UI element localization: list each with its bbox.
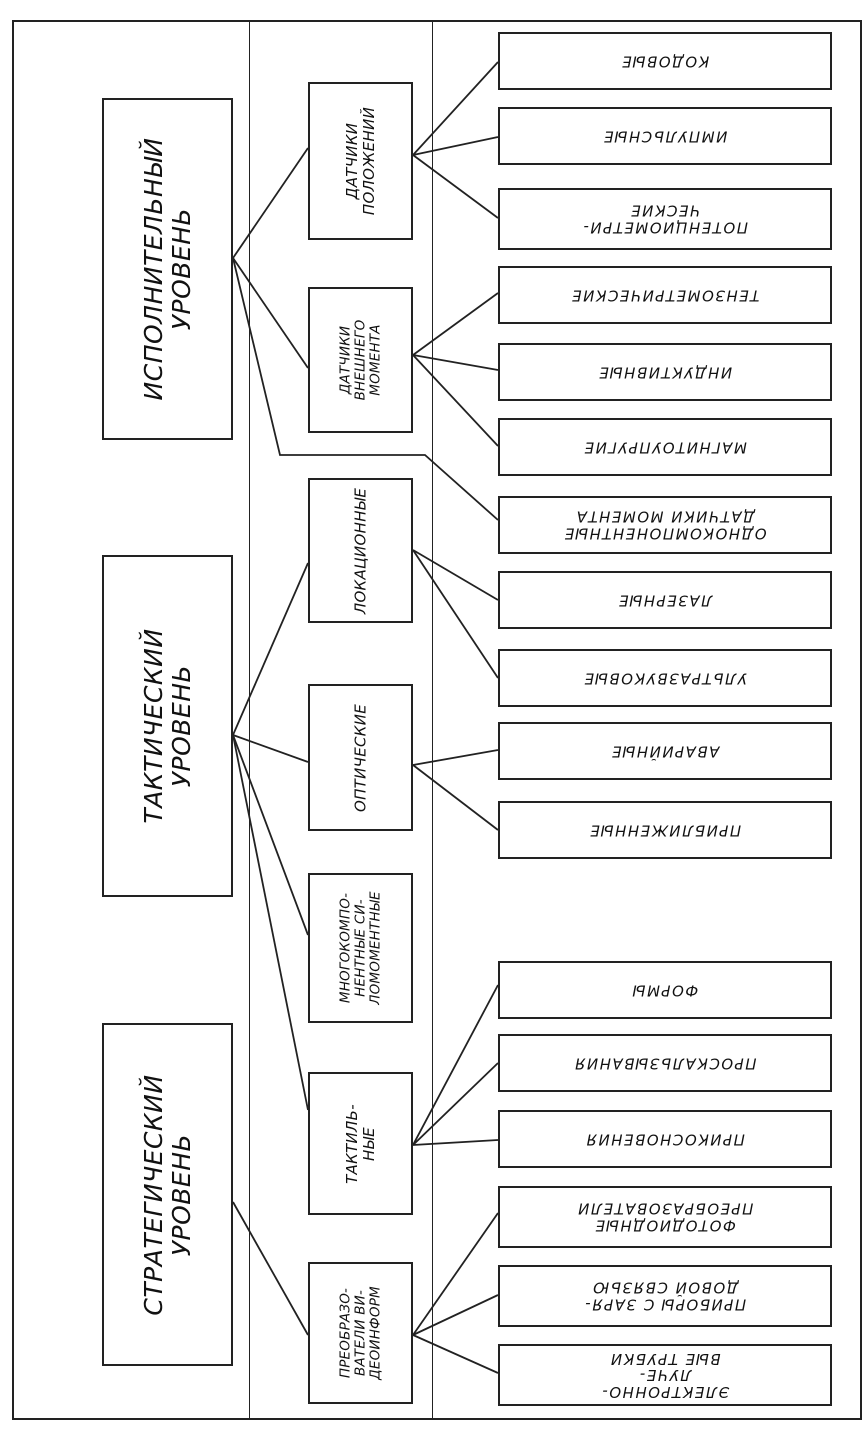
leaf-box: ТЕНЗОМЕТРИЧЕСКИЕ xyxy=(498,266,832,324)
level-box-executive: ИСПОЛНИТЕЛЬНЫЙ УРОВЕНЬ xyxy=(102,98,233,440)
leaf-box: УЛЬТРАЗВУКОВЫЕ xyxy=(498,649,832,707)
leaf-box: ИНДУКТИВНЫЕ xyxy=(498,343,832,401)
leaf-label: ПОТЕНЦИОМЕТРИ- ЧЕСКИЕ xyxy=(582,202,748,237)
leaf-box: МАГНИТОУПРУГИЕ xyxy=(498,418,832,476)
leaf-label: ФОРМЫ xyxy=(631,981,699,1000)
level-label: ТАКТИЧЕСКИЙ УРОВЕНЬ xyxy=(138,628,196,824)
category-box-video-converters: ПРЕОБРАЗО- ВАТЕЛИ ВИ- ДЕОИНФОРМ xyxy=(308,1262,413,1404)
leaf-label: АВАРИЙНЫЕ xyxy=(610,742,720,761)
category-box-position-sensors: ДАТЧИКИ ПОЛОЖЕНИЙ xyxy=(308,82,413,240)
leaf-box: ПРОСКАЛЬЗЫВАНИЯ xyxy=(498,1034,832,1092)
leaf-label: КОДОВЫЕ xyxy=(620,52,710,71)
category-box-external-moment: ДАТЧИКИ ВНЕШНЕГО МОМЕНТА xyxy=(308,287,413,433)
category-label: ДАТЧИКИ ВНЕШНЕГО МОМЕНТА xyxy=(336,319,384,401)
category-box-location: ЛОКАЦИОННЫЕ xyxy=(308,478,413,623)
column-divider-1 xyxy=(249,20,250,1420)
level-box-strategic: СТРАТЕГИЧЕСКИЙ УРОВЕНЬ xyxy=(102,1023,233,1366)
leaf-box: ФОТОДИОДНЫЕ ПРЕОБРАЗОВАТЕЛИ xyxy=(498,1186,832,1248)
leaf-box: ЛАЗЕРНЫЕ xyxy=(498,571,832,629)
category-box-optical: ОПТИЧЕСКИЕ xyxy=(308,684,413,831)
level-label: СТРАТЕГИЧЕСКИЙ УРОВЕНЬ xyxy=(138,1073,196,1316)
leaf-box: ФОРМЫ xyxy=(498,961,832,1019)
category-label: ПРЕОБРАЗО- ВАТЕЛИ ВИ- ДЕОИНФОРМ xyxy=(336,1286,384,1380)
leaf-label: ИМПУЛЬСНЫЕ xyxy=(602,127,728,146)
leaf-box: АВАРИЙНЫЕ xyxy=(498,722,832,780)
leaf-label: ЛАЗЕРНЫЕ xyxy=(617,591,713,610)
leaf-box: ИМПУЛЬСНЫЕ xyxy=(498,107,832,165)
category-label: ОПТИЧЕСКИЕ xyxy=(351,703,370,812)
leaf-label: ПРИБОРЫ С ЗАРЯ- ДОВОЙ СВЯЗЬЮ xyxy=(583,1279,747,1314)
leaf-box: КОДОВЫЕ xyxy=(498,32,832,90)
category-label: МНОГОКОМПО- НЕНТНЫЕ СИ- ЛОМОМЕНТНЫЕ xyxy=(336,891,384,1005)
diagram-frame xyxy=(12,20,862,1420)
leaf-label: ОДНОКОМПОНЕНТНЫЕ ДАТЧИКИ МОМЕНТА xyxy=(563,508,767,543)
category-box-multicomponent: МНОГОКОМПО- НЕНТНЫЕ СИ- ЛОМОМЕНТНЫЕ xyxy=(308,873,413,1023)
leaf-label: ПРИКОСНОВЕНИЯ xyxy=(585,1130,745,1149)
column-divider-2 xyxy=(432,20,433,1420)
leaf-label: ФОТОДИОДНЫЕ ПРЕОБРАЗОВАТЕЛИ xyxy=(576,1200,754,1235)
category-label: ЛОКАЦИОННЫЕ xyxy=(351,487,370,614)
leaf-label: ЭЛЕКТРОННО-ЛУЧЕ- ВЫЕ ТРУБКИ xyxy=(600,1349,730,1401)
leaf-label: ПРИБЛИЖЕННЫЕ xyxy=(588,821,742,840)
category-label: ТАКТИЛЬ- НЫЕ xyxy=(342,1103,378,1184)
leaf-box: ЭЛЕКТРОННО-ЛУЧЕ- ВЫЕ ТРУБКИ xyxy=(498,1344,832,1406)
category-label: ДАТЧИКИ ПОЛОЖЕНИЙ xyxy=(342,106,378,216)
level-box-tactical: ТАКТИЧЕСКИЙ УРОВЕНЬ xyxy=(102,555,233,897)
leaf-label: ТЕНЗОМЕТРИЧЕСКИЕ xyxy=(570,286,760,305)
leaf-label: ПРОСКАЛЬЗЫВАНИЯ xyxy=(573,1054,757,1073)
leaf-label: ИНДУКТИВНЫЕ xyxy=(597,363,733,382)
leaf-label: УЛЬТРАЗВУКОВЫЕ xyxy=(583,669,747,688)
category-box-tactile: ТАКТИЛЬ- НЫЕ xyxy=(308,1072,413,1215)
leaf-box: ОДНОКОМПОНЕНТНЫЕ ДАТЧИКИ МОМЕНТА xyxy=(498,496,832,554)
leaf-box: ПРИБЛИЖЕННЫЕ xyxy=(498,801,832,859)
leaf-box: ПРИКОСНОВЕНИЯ xyxy=(498,1110,832,1168)
leaf-box: ПОТЕНЦИОМЕТРИ- ЧЕСКИЕ xyxy=(498,188,832,250)
level-label: ИСПОЛНИТЕЛЬНЫЙ УРОВЕНЬ xyxy=(138,137,196,401)
leaf-box: ПРИБОРЫ С ЗАРЯ- ДОВОЙ СВЯЗЬЮ xyxy=(498,1265,832,1327)
leaf-label: МАГНИТОУПРУГИЕ xyxy=(583,438,747,457)
